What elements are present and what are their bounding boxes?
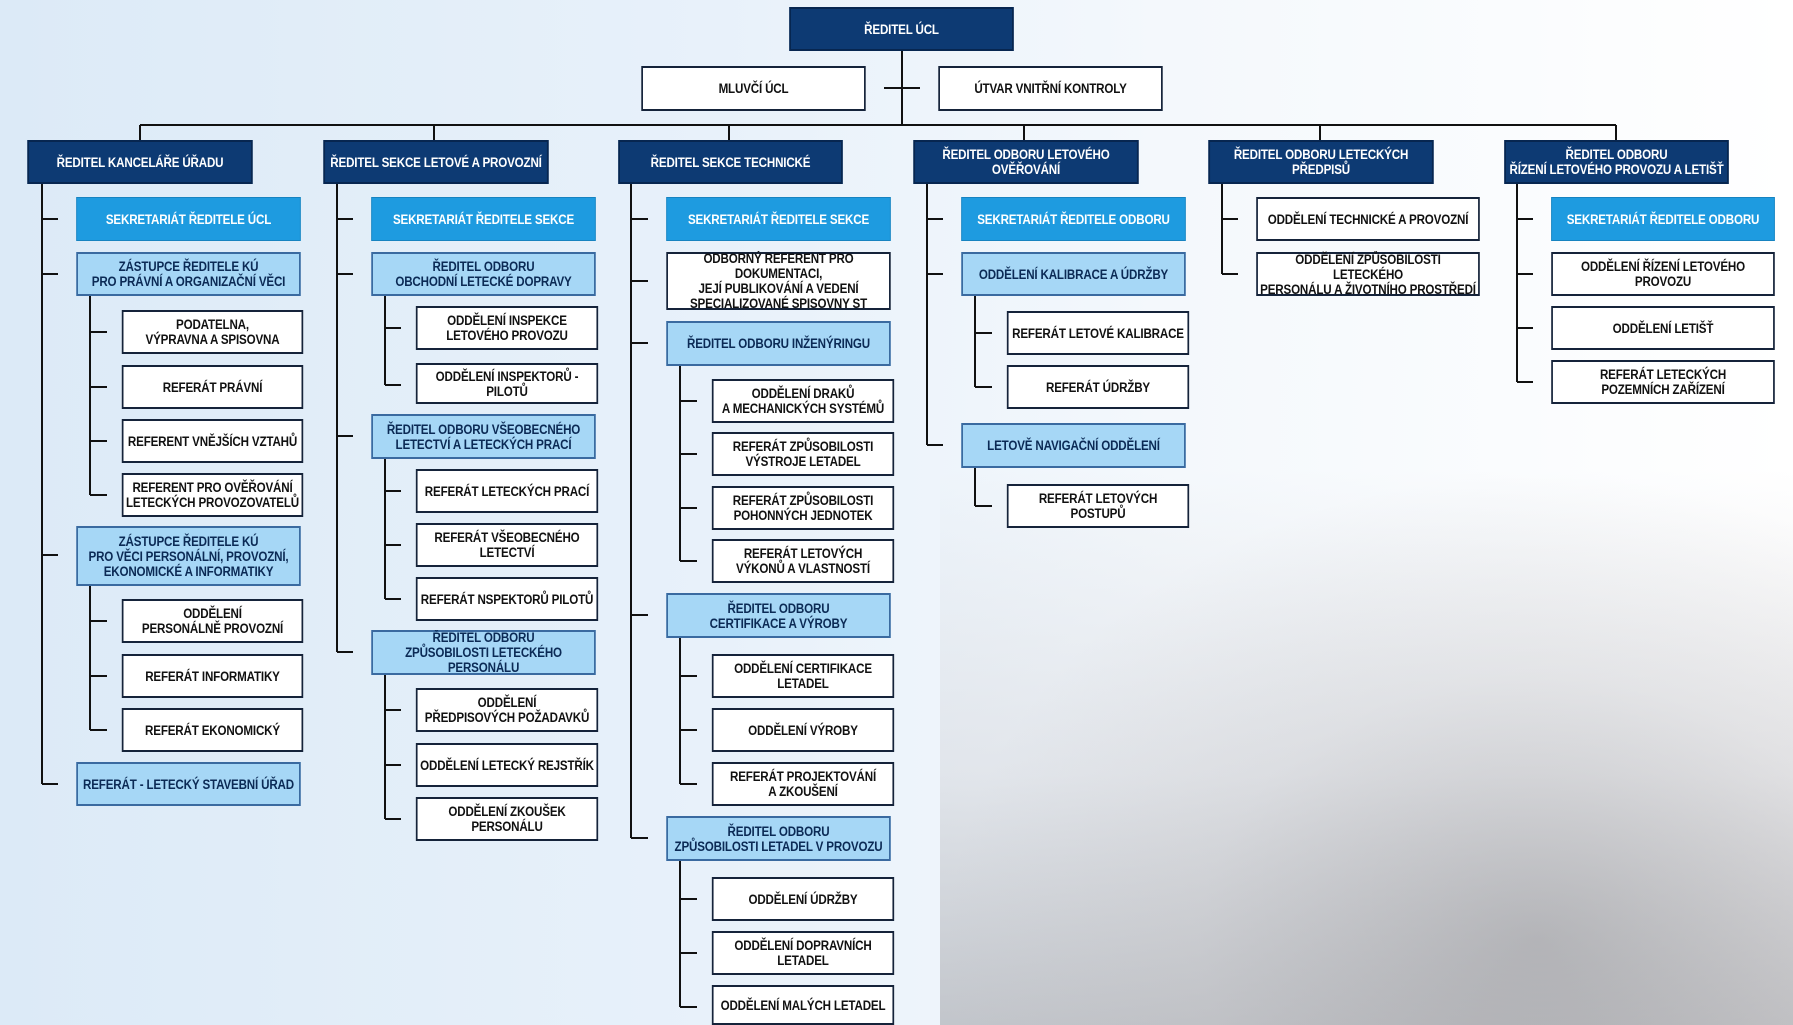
col6-head-box: ŘEDITEL ODBORU ŘÍZENÍ LETOVÉHO PROVOZU A… [1504,140,1729,184]
col6-item-2: REFERÁT LETECKÝCH POZEMNÍCH ZAŘÍZENÍ [1551,360,1775,404]
col3-dir1-item-2: REFERÁT ZPŮSOBILOSTI POHONNÝCH JEDNOTEK [711,486,895,530]
col2-dir3-box: ŘEDITEL ODBORU ZPŮSOBILOSTI LETECKÉHO PE… [371,630,596,675]
col4-dept1-item-1: REFERÁT ÚDRŽBY [1006,365,1190,409]
col3-dir2-box: ŘEDITEL ODBORU CERTIFIKACE A VÝROBY [666,593,891,638]
col2-dir2-item-0: REFERÁT LETECKÝCH PRACÍ [415,469,599,513]
col3-dir3-item-2: ODDĚLENÍ MALÝCH LETADEL [711,985,895,1025]
col3-dir1-item-0: ODDĚLENÍ DRAKŮ A MECHANICKÝCH SYSTÉMŮ [711,379,895,423]
col4-dept2-box: LETOVĚ NAVIGAČNÍ ODDĚLENÍ [961,423,1186,468]
col3-dir1-box: ŘEDITEL ODBORU INŽENÝRINGU [666,321,891,366]
col2-dir3-item-1: ODDĚLENÍ LETECKÝ REJSTŘÍK [415,743,599,787]
col1-d2-item-0: ODDĚLENÍ PERSONÁLNĚ PROVOZNÍ [121,599,304,643]
col4-dept1-item-0: REFERÁT LETOVÉ KALIBRACE [1006,311,1190,355]
col2-dir1-item-0: ODDĚLENÍ INSPEKCE LETOVÉHO PROVOZU [415,306,599,350]
col3-dir2-item-0: ODDĚLENÍ CERTIFIKACE LETADEL [711,654,895,698]
col3-dir2-item-2: REFERÁT PROJEKTOVÁNÍ A ZKOUŠENÍ [711,762,895,806]
col4-secretariat-box: SEKRETARIÁT ŘEDITELE ODBORU [961,197,1186,241]
col3-dir3-item-1: ODDĚLENÍ DOPRAVNÍCH LETADEL [711,931,895,975]
col2-dir2-item-2: REFERÁT NSPEKTORŮ PILOTŮ [415,577,599,621]
col1-d1-item-2: REFERENT VNĚJŠÍCH VZTAHŮ [121,419,304,463]
col2-head-box: ŘEDITEL SEKCE LETOVÉ A PROVOZNÍ [323,140,549,184]
col1-d1-item-0: PODATELNA, VÝPRAVNA A SPISOVNA [121,310,304,354]
spokesperson-box: MLUVČÍ ÚCL [641,66,866,111]
col3-head-box: ŘEDITEL SEKCE TECHNICKÉ [618,140,843,184]
director-ucl-box: ŘEDITEL ÚCL [789,7,1014,51]
col6-secretariat-box: SEKRETARIÁT ŘEDITELE ODBORU [1551,197,1775,241]
col4-dept1-box: ODDĚLENÍ KALIBRACE A ÚDRŽBY [961,252,1186,296]
col2-dir3-item-0: ODDĚLENÍ PŘEDPISOVÝCH POŽADAVKŮ [415,688,599,732]
col2-dir2-item-1: REFERÁT VŠEOBECNÉHO LETECTVÍ [415,523,599,567]
col2-secretariat-box: SEKRETARIÁT ŘEDITELE SEKCE [371,197,596,241]
col2-dir3-item-2: ODDĚLENÍ ZKOUŠEK PERSONÁLU [415,797,599,841]
col3-dir3-box: ŘEDITEL ODBORU ZPŮSOBILOSTI LETADEL V PR… [666,816,891,861]
internal-control-box: ÚTVAR VNITŘNÍ KONTROLY [938,66,1163,111]
col1-d1-item-1: REFERÁT PRÁVNÍ [121,365,304,409]
col3-dir2-item-1: ODDĚLENÍ VÝROBY [711,708,895,752]
col1-head-box: ŘEDITEL KANCELÁŘE ÚŘADU [27,140,253,184]
col3-dir1-item-3: REFERÁT LETOVÝCH VÝKONŮ A VLASTNOSTÍ [711,539,895,583]
col1-d2-item-1: REFERÁT INFORMATIKY [121,654,304,698]
col4-dept2-item-0: REFERÁT LETOVÝCH POSTUPŮ [1006,484,1190,528]
col3-secretariat-box: SEKRETARIÁT ŘEDITELE SEKCE [666,197,891,241]
col3-referent-box: ODBORNÝ REFERENT PRO DOKUMENTACI, JEJÍ P… [666,251,891,311]
col5-item-1: ODDĚLENÍ ZPŮSOBILOSTI LETECKÉHO PERSONÁL… [1256,252,1480,297]
col3-dir3-item-0: ODDĚLENÍ ÚDRŽBY [711,877,895,921]
col1-d1-item-3: REFERENT PRO OVĚŘOVÁNÍ LETECKÝCH PROVOZO… [121,473,304,517]
col4-head-box: ŘEDITEL ODBORU LETOVÉHO OVĚŘOVÁNÍ [913,140,1139,184]
col6-item-0: ODDĚLENÍ ŘÍZENÍ LETOVÉHO PROVOZU [1551,252,1775,296]
col2-dir2-box: ŘEDITEL ODBORU VŠEOBECNÉHO LETECTVÍ A LE… [371,414,596,459]
col2-dir1-box: ŘEDITEL ODBORU OBCHODNÍ LETECKÉ DOPRAVY [371,252,596,296]
col5-item-0: ODDĚLENÍ TECHNICKÉ A PROVOZNÍ [1256,197,1480,241]
col2-dir1-item-1: ODDĚLENÍ INSPEKTORŮ - PILOTŮ [415,363,599,404]
col1-deputy1-box: ZÁSTUPCE ŘEDITELE KÚ PRO PRÁVNÍ A ORGANI… [76,252,301,296]
hangar-photo-background [940,470,1793,1025]
col6-item-1: ODDĚLENÍ LETIŠŤ [1551,306,1775,350]
col1-d2-item-2: REFERÁT EKONOMICKÝ [121,708,304,752]
col3-dir1-item-1: REFERÁT ZPŮSOBILOSTI VÝSTROJE LETADEL [711,432,895,476]
col1-building-box: REFERÁT - LETECKÝ STAVEBNÍ ÚŘAD [76,762,301,806]
col1-secretariat-box: SEKRETARIÁT ŘEDITELE ÚCL [76,197,301,241]
col5-head-box: ŘEDITEL ODBORU LETECKÝCH PŘEDPISŮ [1208,140,1434,184]
col1-deputy2-box: ZÁSTUPCE ŘEDITELE KÚ PRO VĚCI PERSONÁLNÍ… [76,526,301,586]
